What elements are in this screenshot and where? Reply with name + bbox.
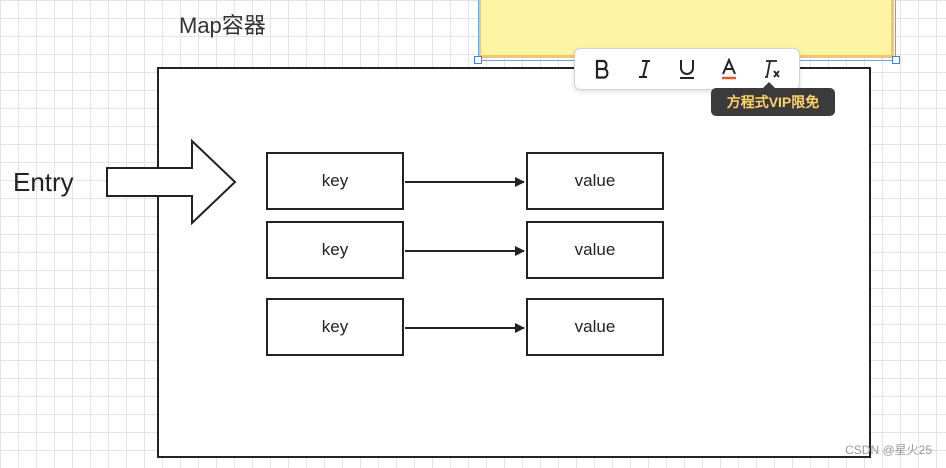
clear-format-icon	[764, 60, 780, 78]
italic-icon	[638, 60, 650, 78]
font-color-icon	[722, 58, 737, 80]
italic-button[interactable]	[630, 54, 660, 84]
underline-icon	[679, 60, 694, 79]
bold-icon	[596, 59, 609, 79]
resize-handle-bottom-left[interactable]	[474, 56, 482, 64]
underline-button[interactable]	[672, 54, 702, 84]
key-node-1[interactable]: key	[266, 152, 404, 210]
watermark: CSDN @星火25	[845, 443, 932, 457]
entry-arrow[interactable]	[104, 138, 240, 226]
key-node-3[interactable]: key	[266, 298, 404, 356]
font-color-button[interactable]	[714, 54, 744, 84]
format-toolbar	[574, 48, 800, 90]
key-node-2[interactable]: key	[266, 221, 404, 279]
diagram-title: Map容器	[179, 13, 266, 38]
clear-format-button[interactable]	[757, 54, 787, 84]
bold-button[interactable]	[587, 54, 617, 84]
value-node-2[interactable]: value	[526, 221, 664, 279]
entry-label: Entry	[13, 167, 74, 197]
vip-tooltip: 方程式VIP限免	[711, 82, 835, 116]
resize-handle-bottom-right[interactable]	[892, 56, 900, 64]
value-node-1[interactable]: value	[526, 152, 664, 210]
value-node-3[interactable]: value	[526, 298, 664, 356]
